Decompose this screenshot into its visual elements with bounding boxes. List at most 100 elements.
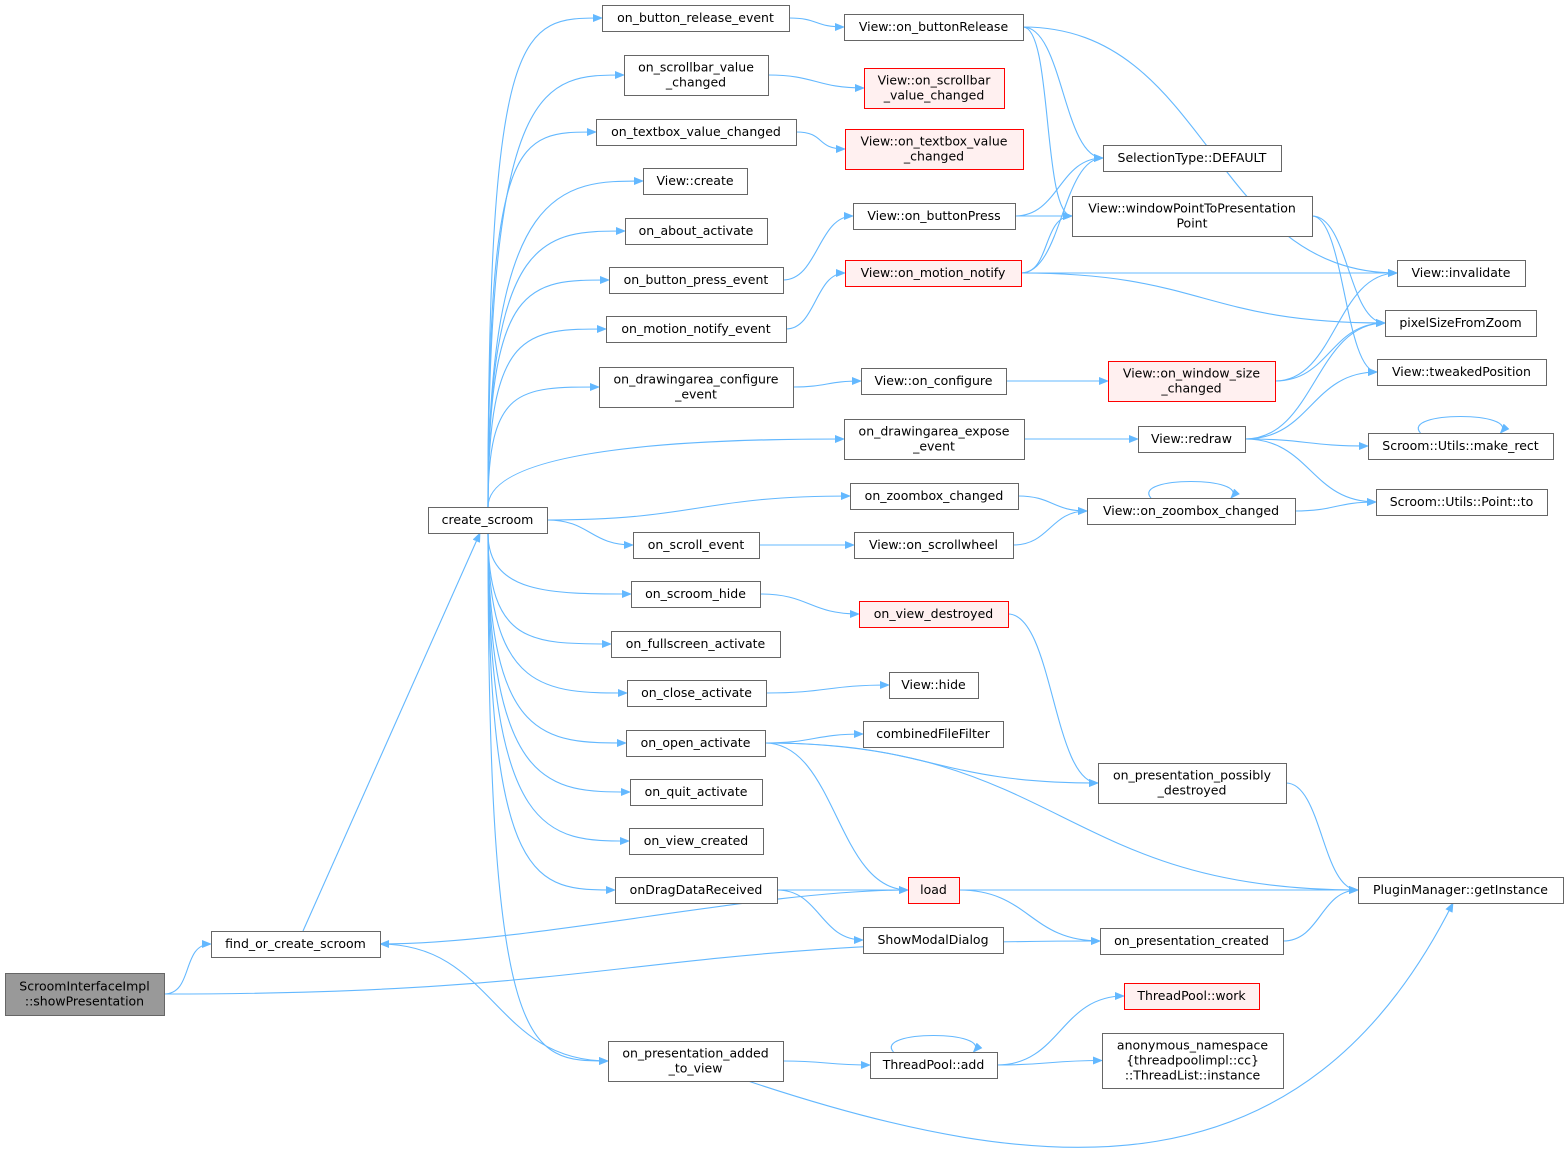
node-view-on-textbox-value-changed[interactable]: View::on_textbox_value_changed [845, 129, 1024, 170]
node-view-on-zoombox-changed[interactable]: View::on_zoombox_changed [1087, 498, 1296, 525]
node-label: pixelSizeFromZoom [1399, 315, 1521, 330]
node-view-on-window-size-changed[interactable]: View::on_window_size_changed [1108, 361, 1276, 402]
edge-hide-to-viewdestroyed [759, 593, 860, 618]
node-scroom-utils-make-rect[interactable]: Scroom::Utils::make_rect [1368, 433, 1554, 460]
node-label: _to_view [668, 1061, 723, 1076]
node-label: on_scroll_event [648, 537, 745, 552]
edge-load-to-prescreated [958, 889, 1101, 945]
node-on-open-activate[interactable]: on_open_activate [626, 730, 766, 757]
node-scroom-utils-point-to[interactable]: Scroom::Utils::Point::to [1376, 489, 1548, 516]
edge-winsize-to-invalidate [1274, 269, 1398, 382]
node-label: on_drawingarea_configure [614, 372, 779, 387]
node-selectiontype-default[interactable]: SelectionType::DEFAULT [1103, 145, 1282, 172]
node-on-presentation-created[interactable]: on_presentation_created [1100, 928, 1284, 955]
node-combinedfilefilter[interactable]: combinedFileFilter [863, 721, 1004, 748]
node-box [854, 532, 1014, 559]
node-box [850, 483, 1019, 510]
node-label: on_zoombox_changed [865, 488, 1004, 503]
node-load[interactable]: load [908, 877, 960, 904]
node-on-button-press-event[interactable]: on_button_press_event [609, 267, 784, 294]
node-label: create_scroom [442, 512, 534, 527]
node-box [870, 1052, 998, 1079]
node-box [627, 680, 767, 707]
node-box [630, 779, 763, 806]
edge-configure-to-vconfigure [792, 377, 862, 388]
node-box [629, 828, 764, 855]
node-on-fullscreen-activate[interactable]: on_fullscreen_activate [611, 631, 781, 658]
node-view-on-scrollwheel[interactable]: View::on_scrollwheel [854, 532, 1014, 559]
edge-createscroom-to-configure [487, 383, 600, 508]
node-on-view-created[interactable]: on_view_created [629, 828, 764, 855]
edge-vzoombox-to-pointto [1294, 498, 1377, 512]
node-pixelsizefromzoom[interactable]: pixelSizeFromZoom [1385, 310, 1537, 337]
node-on-presentation-possibly-destroyed[interactable]: on_presentation_possibly_destroyed [1098, 763, 1287, 804]
node-threadpool-work[interactable]: ThreadPool::work [1124, 983, 1260, 1010]
node-label: on_scrollbar_value [638, 60, 754, 75]
node-on-textbox-value-changed[interactable]: on_textbox_value_changed [596, 119, 797, 146]
node-box [844, 14, 1024, 41]
node-pluginmanager-getinstance[interactable]: PluginManager::getInstance [1358, 877, 1564, 904]
node-on-presentation-added-to-view[interactable]: on_presentation_added_to_view [608, 1041, 784, 1082]
node-threadpool-add[interactable]: ThreadPool::add [870, 1052, 998, 1079]
node-on-close-activate[interactable]: on_close_activate [627, 680, 767, 707]
node-label: find_or_create_scroom [225, 936, 366, 951]
node-view-on-configure[interactable]: View::on_configure [861, 368, 1007, 395]
node-label: on_open_activate [641, 735, 751, 750]
node-label: Scroom::Utils::Point::to [1390, 494, 1534, 509]
node-on-view-destroyed[interactable]: on_view_destroyed [859, 601, 1009, 628]
edge-createscroom-to-close [487, 532, 628, 697]
node-box [633, 532, 760, 559]
node-box [643, 168, 748, 195]
node-ondragdatareceived[interactable]: onDragDataReceived [615, 877, 778, 904]
node-view-on-buttonrelease[interactable]: View::on_buttonRelease [844, 14, 1024, 41]
node-showmodaldialog[interactable]: ShowModalDialog [863, 927, 1004, 954]
node-label: on_about_activate [639, 223, 754, 238]
node-label: Scroom::Utils::make_rect [1382, 438, 1538, 453]
edge-createscroom-to-scroll [546, 519, 634, 549]
node-create-scroom[interactable]: create_scroom [428, 507, 548, 534]
node-view-on-scrollbar-value-changed[interactable]: View::on_scrollbar_value_changed [864, 68, 1005, 109]
node-on-zoombox-changed[interactable]: on_zoombox_changed [850, 483, 1019, 510]
node-view-tweakedposition[interactable]: View::tweakedPosition [1377, 359, 1547, 386]
node-label: on_close_activate [641, 685, 752, 700]
node-box [1377, 359, 1547, 386]
node-on-motion-notify-event[interactable]: on_motion_notify_event [606, 316, 787, 343]
node-on-quit-activate[interactable]: on_quit_activate [630, 779, 763, 806]
node-on-drawingarea-configure-event[interactable]: on_drawingarea_configure_event [599, 367, 794, 408]
node-view-on-motion-notify[interactable]: View::on_motion_notify [845, 260, 1022, 287]
edge-vbtnrelease-to-winpoint [1022, 26, 1073, 220]
node-on-drawingarea-expose-event[interactable]: on_drawingarea_expose_event [844, 419, 1025, 460]
node-label: _changed [1160, 381, 1221, 396]
node-view-on-buttonpress[interactable]: View::on_buttonPress [853, 203, 1016, 230]
node-on-about-activate[interactable]: on_about_activate [625, 218, 768, 245]
node-on-scrollbar-value-changed[interactable]: on_scrollbar_value_changed [624, 55, 769, 96]
node-find-or-create-scroom[interactable]: find_or_create_scroom [211, 931, 381, 958]
edge-motion-to-vmotion [785, 269, 846, 330]
node-view-invalidate[interactable]: View::invalidate [1397, 260, 1526, 287]
edge-vredraw-to-pixelsize [1244, 319, 1386, 440]
node-box [861, 368, 1007, 395]
node-view-hide[interactable]: View::hide [889, 672, 979, 699]
edge-vmotion-to-winpoint [1020, 212, 1073, 274]
node-on-scroll-event[interactable]: on_scroll_event [633, 532, 760, 559]
node-view-redraw[interactable]: View::redraw [1138, 426, 1246, 453]
node-anonymous-namespace-threadpoolimpl-cc-threadlist-instance[interactable]: anonymous_namespace{threadpoolimpl::cc}:… [1102, 1033, 1284, 1089]
node-on-scroom-hide[interactable]: on_scroom_hide [631, 581, 761, 608]
node-label: combinedFileFilter [876, 726, 990, 741]
edge-vbtnpress-to-seldefault [1014, 154, 1104, 217]
node-label: View::create [656, 173, 733, 188]
node-on-button-release-event[interactable]: on_button_release_event [602, 5, 790, 32]
node-scroominterfaceimpl-showpresentation[interactable]: ScroomInterfaceImpl::showPresentation [5, 973, 165, 1016]
edge-makerect-to-makerect [1417, 415, 1510, 434]
node-label: View::tweakedPosition [1392, 364, 1531, 379]
node-box [844, 419, 1025, 460]
node-view-create[interactable]: View::create [643, 168, 748, 195]
edge-createscroom-to-btnrelease [487, 14, 603, 508]
node-label: onDragDataReceived [630, 882, 763, 897]
edge-textbox-to-vtextbox [795, 131, 846, 153]
node-box [606, 316, 787, 343]
node-box [631, 581, 761, 608]
edge-createscroom-to-scrollbar [487, 71, 625, 508]
node-label: View::on_zoombox_changed [1103, 503, 1279, 518]
